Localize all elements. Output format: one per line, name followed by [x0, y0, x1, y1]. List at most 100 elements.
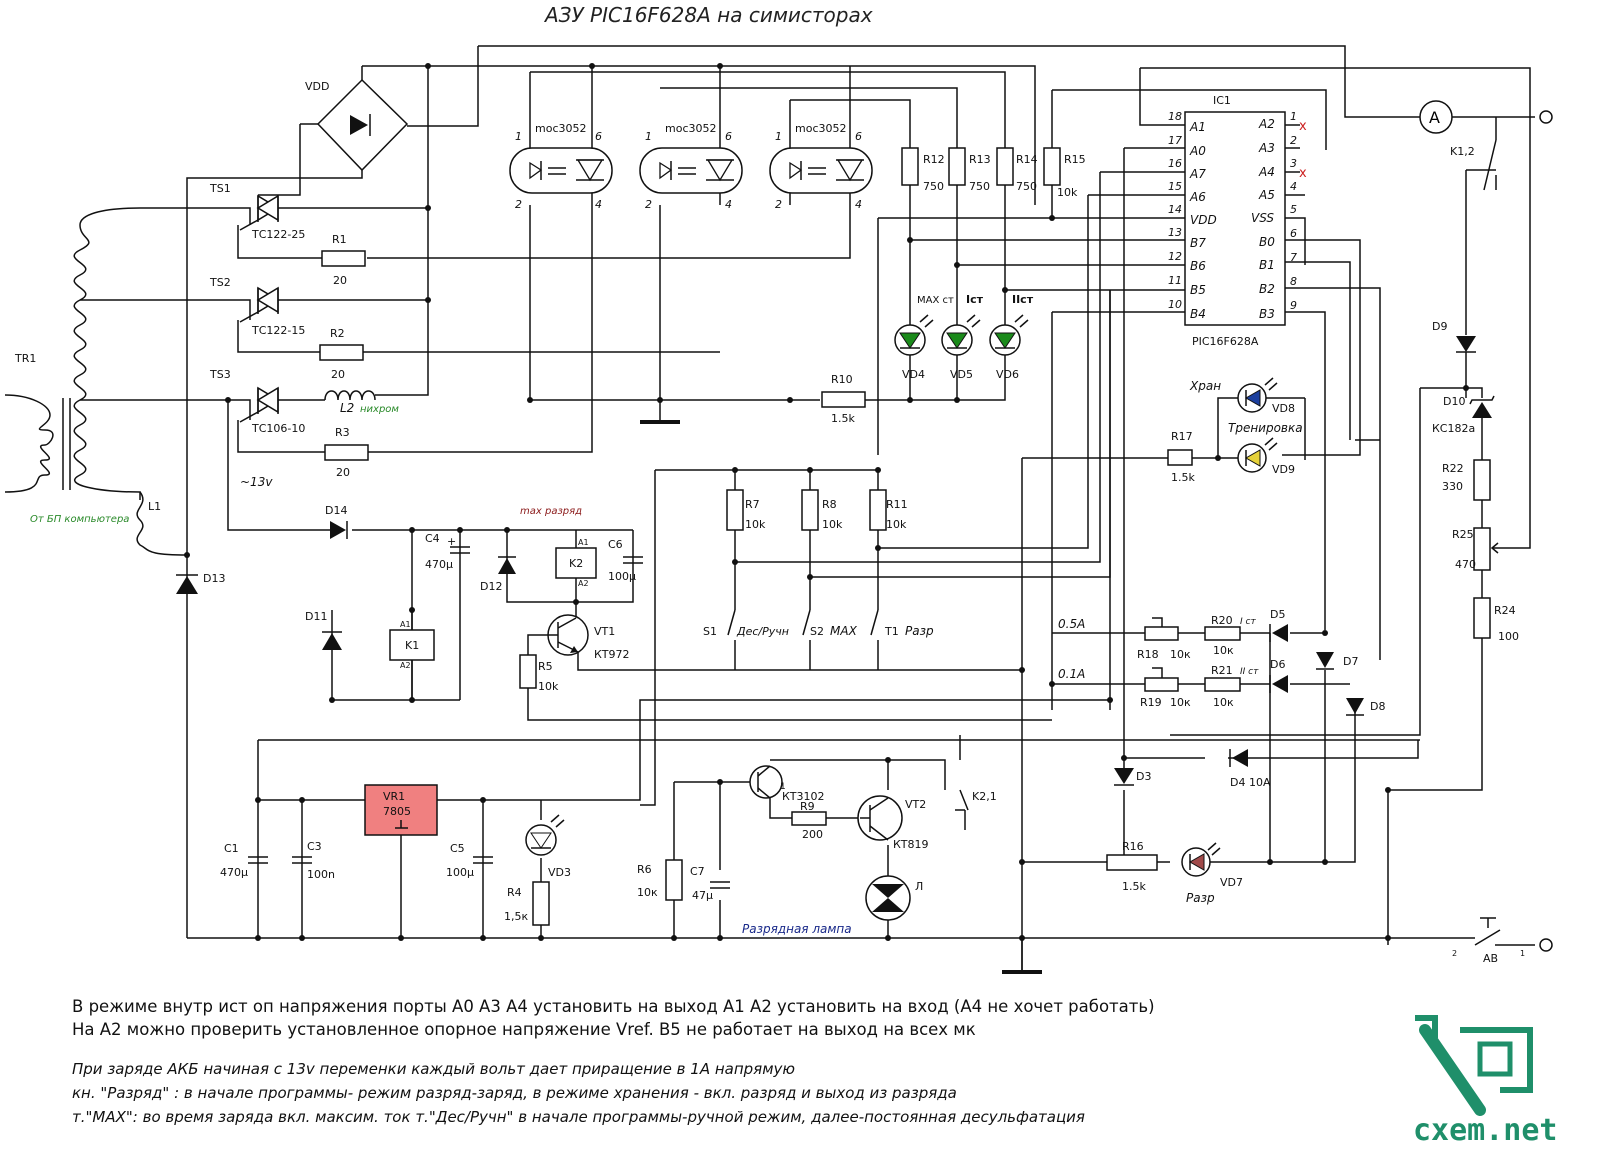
k2-label: K2 — [569, 557, 583, 570]
resistor-r24 — [1473, 597, 1491, 639]
r5-label: R5 — [538, 660, 553, 673]
r22-label: R22 — [1442, 462, 1464, 475]
svg-text:A0: A0 — [1189, 144, 1206, 158]
d14-label: D14 — [325, 504, 347, 517]
k12-label: K1,2 — [1450, 145, 1475, 158]
diode-d13 — [176, 574, 198, 594]
transformer-tr1 — [4, 207, 188, 556]
ammeter — [1419, 100, 1453, 134]
resistor-r8 — [801, 489, 819, 531]
c7-label: C7 — [690, 865, 705, 878]
r19-value: 10к — [1170, 696, 1191, 709]
s2-name: MAX — [830, 624, 858, 638]
ic1-name: PIC16F628A — [1192, 335, 1259, 348]
vd8-mode: Хран — [1189, 379, 1221, 393]
switch-ab — [1474, 917, 1501, 946]
d7-label: D7 — [1343, 655, 1358, 668]
c4-label: C4 — [425, 532, 440, 545]
r3-label: R3 — [335, 426, 350, 439]
lamp — [865, 875, 911, 921]
svg-text:12: 12 — [1168, 250, 1182, 263]
r16-label: R16 — [1122, 840, 1144, 853]
ab-label: AB — [1483, 952, 1498, 965]
r4-value: 1,5к — [504, 910, 528, 923]
relay-k2 — [555, 547, 597, 579]
wires — [140, 45, 1535, 972]
resistor-r9 — [791, 811, 827, 826]
r6-label: R6 — [637, 863, 652, 876]
r8-label: R8 — [822, 498, 837, 511]
moc3-label: moc3052 — [795, 122, 847, 135]
svg-text:A7: A7 — [1189, 167, 1206, 181]
capacitor-c4: + — [447, 535, 470, 554]
resistor-r11 — [869, 489, 887, 531]
svg-text:B0: B0 — [1259, 235, 1275, 249]
r1-label: R1 — [332, 233, 347, 246]
s1-label: S1 — [703, 625, 717, 638]
vd6-mode: IIст — [1012, 293, 1034, 306]
resistor-r16 — [1106, 854, 1158, 871]
svg-text:+: + — [447, 535, 456, 548]
resistor-r14 — [996, 147, 1014, 186]
lamp-label: Л — [915, 880, 923, 893]
diode-bridge-vdd — [316, 78, 409, 172]
c5-label: C5 — [450, 842, 465, 855]
led-vd6 — [989, 314, 1029, 356]
ts3-label: TS3 — [209, 368, 231, 381]
led-vd3 — [525, 814, 565, 856]
kt3102-label: КТ3102 — [782, 790, 825, 803]
r13-value: 750 — [969, 180, 990, 193]
note-line-1: В режиме внутр ист оп напряжения порты А… — [72, 997, 1155, 1016]
vdd-label: VDD — [305, 80, 329, 93]
resistor-r13 — [948, 147, 966, 186]
switch-s1 — [727, 609, 736, 636]
r1-value: 20 — [333, 274, 347, 287]
svg-text:VSS: VSS — [1251, 211, 1274, 225]
svg-text:B1: B1 — [1259, 258, 1275, 272]
svg-text:17: 17 — [1168, 134, 1182, 147]
svg-text:7: 7 — [1290, 251, 1297, 264]
r2-value: 20 — [331, 368, 345, 381]
d3-label: D3 — [1136, 770, 1151, 783]
l1-label: L1 — [148, 500, 161, 513]
r15-label: R15 — [1064, 153, 1086, 166]
k1-pin-a2: A2 — [400, 661, 411, 670]
r18-label: R18 — [1137, 648, 1159, 661]
trimmer-r18 — [1144, 626, 1179, 641]
ic1-pic16f628a — [1184, 111, 1286, 326]
r8-value: 10k — [822, 518, 843, 531]
svg-text:14: 14 — [1168, 203, 1182, 216]
r5-value: 10k — [538, 680, 559, 693]
r9-label: R9 — [800, 800, 815, 813]
c3-value: 100n — [307, 868, 335, 881]
resistor-r2 — [319, 344, 364, 361]
voltage-13v: ~13v — [240, 475, 273, 489]
r20-stage: I cт — [1240, 617, 1256, 627]
diode-d7 — [1316, 652, 1334, 670]
diode-d6 — [1269, 675, 1288, 693]
kt3102-pin: 1 — [780, 782, 786, 792]
resistor-r12 — [901, 147, 919, 186]
diode-d5 — [1269, 624, 1288, 642]
r20-label: R20 — [1211, 614, 1233, 627]
r7-label: R7 — [745, 498, 760, 511]
diode-d8 — [1346, 698, 1364, 716]
resistor-r15 — [1043, 147, 1061, 186]
resistor-r6 — [665, 859, 683, 901]
l1-note: От БП компьютера — [30, 514, 129, 525]
note-italic-2: кн. "Разряд" : в начале программы- режим… — [72, 1084, 957, 1102]
vr1-value: 7805 — [383, 805, 411, 818]
moc2-label: moc3052 — [665, 122, 717, 135]
svg-text:B2: B2 — [1259, 282, 1275, 296]
relay-contact-k12 — [1466, 139, 1497, 191]
svg-text:5: 5 — [1290, 203, 1297, 216]
r20-value: 10к — [1213, 644, 1234, 657]
d4-label: D4 10A — [1230, 776, 1271, 789]
r21-label: R21 — [1211, 664, 1233, 677]
svg-text:B4: B4 — [1190, 307, 1206, 321]
ic1-label: IC1 — [1213, 94, 1231, 107]
vd7-label: VD7 — [1220, 876, 1243, 889]
svg-text:A3: A3 — [1258, 141, 1275, 155]
switch-t1 — [870, 609, 879, 636]
